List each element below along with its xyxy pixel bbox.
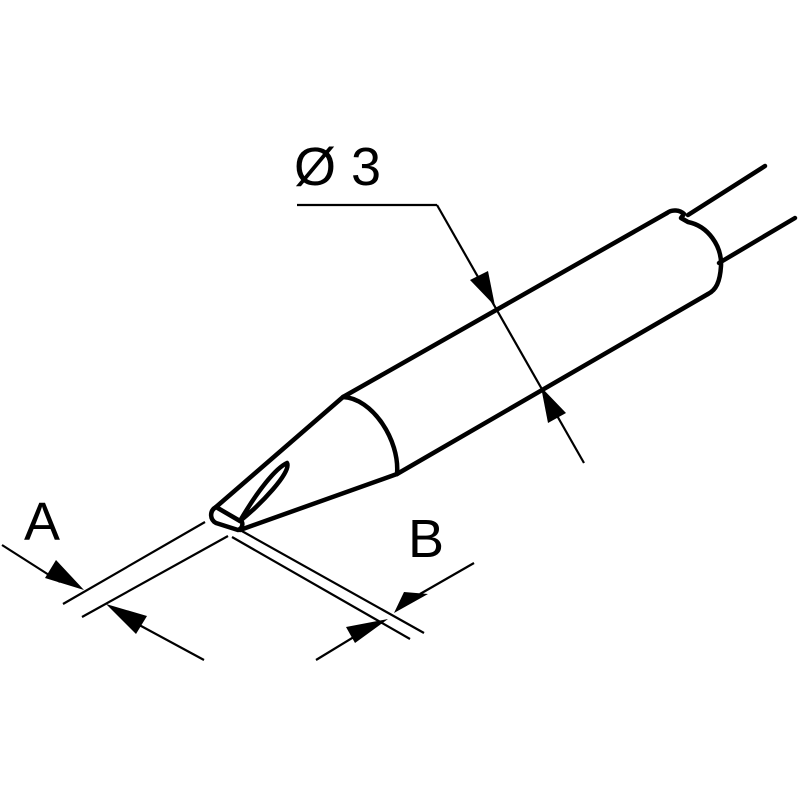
cone-base-curve bbox=[340, 394, 400, 477]
dimension-b-arrow-lower bbox=[346, 619, 388, 643]
soldering-tip bbox=[208, 163, 798, 533]
cone-upper-edge bbox=[213, 394, 346, 510]
dimension-b-label: B bbox=[408, 509, 444, 569]
dimension-a-arrow-right bbox=[106, 604, 147, 634]
barrel-top-edge bbox=[340, 210, 670, 400]
cone-lower-edge bbox=[237, 471, 400, 533]
diameter-label: Ø 3 bbox=[294, 137, 381, 197]
shaft-upper-line bbox=[685, 163, 768, 218]
dimension-b: B bbox=[231, 509, 475, 661]
dimension-a-extension-upper bbox=[62, 521, 206, 605]
chisel-tip bbox=[208, 504, 245, 533]
diameter-dimension: Ø 3 bbox=[294, 137, 585, 464]
diameter-arrow-top bbox=[470, 271, 495, 306]
dimension-a-extension-lower bbox=[81, 535, 229, 618]
dimension-b-extension-upper bbox=[239, 529, 425, 634]
diameter-leader-diagonal bbox=[436, 204, 585, 464]
barrel-bottom-edge bbox=[394, 291, 711, 477]
dimension-a-label: A bbox=[24, 492, 60, 552]
collar-ring bbox=[664, 208, 724, 297]
shaft-lower-line bbox=[716, 215, 798, 266]
chisel-face bbox=[237, 460, 290, 524]
diameter-arrow-bottom bbox=[541, 387, 566, 423]
dimension-a-arrow-left bbox=[45, 560, 84, 590]
dimension-a: A bbox=[1, 492, 229, 661]
dimension-b-line-upper bbox=[419, 562, 475, 595]
dimension-a-line-right bbox=[129, 619, 205, 661]
dimension-b-arrow-upper bbox=[394, 592, 428, 613]
dimension-b-extension-lower bbox=[231, 536, 411, 640]
